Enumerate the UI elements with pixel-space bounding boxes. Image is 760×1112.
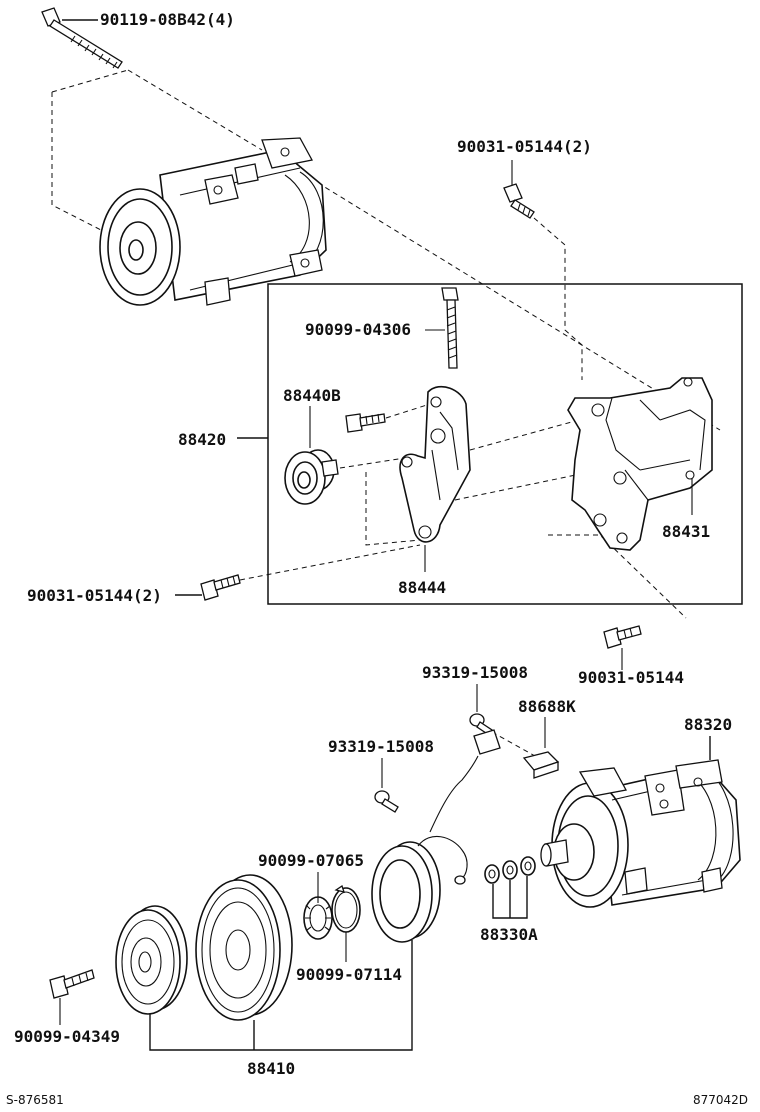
clutch-coil-icon xyxy=(371,729,501,943)
screw-icon-lower xyxy=(374,790,399,813)
label-clutch: 88410 xyxy=(247,1059,295,1078)
footer-left-code: S-876581 xyxy=(6,1093,64,1107)
clutch-plate-icon xyxy=(115,905,188,1015)
small-bolt-icon xyxy=(345,413,386,433)
label-ring-a: 90099-07065 xyxy=(258,851,364,870)
label-bolt-left: 90031-05144(2) xyxy=(27,586,162,605)
label-bolt-upper-right: 90031-05144(2) xyxy=(457,137,592,156)
label-bolt-center: 90099-04349 xyxy=(14,1027,120,1046)
label-main-bracket: 88431 xyxy=(662,522,710,541)
label-switch: 88688K xyxy=(518,697,576,716)
label-idler-bracket: 88444 xyxy=(398,578,446,597)
bolt-icon-left xyxy=(200,574,241,601)
compressor-top-illustration xyxy=(51,69,721,431)
idler-pulley-icon xyxy=(284,449,339,505)
pulley-icon xyxy=(195,874,293,1021)
shims-icon xyxy=(484,856,536,884)
label-bolt-right: 90031-05144 xyxy=(578,668,684,687)
bolt-icon-bracket xyxy=(441,287,459,369)
switch-icon xyxy=(522,751,560,779)
label-screw-lower: 93319-15008 xyxy=(328,737,434,756)
label-compressor: 88320 xyxy=(684,715,732,734)
compressor-icon xyxy=(540,759,741,908)
snap-ring-b-icon xyxy=(331,884,361,933)
label-shims: 88330A xyxy=(480,925,538,944)
label-bracket-assy: 88420 xyxy=(178,430,226,449)
label-bolt-bracket: 90099-04306 xyxy=(305,320,411,339)
footer-right-code: 877042D xyxy=(693,1093,748,1107)
label-screw-upper: 93319-15008 xyxy=(422,663,528,682)
label-bolt-top: 90119-08B42(4) xyxy=(100,10,235,29)
label-idler-pulley: 88440B xyxy=(283,386,341,405)
bolt-icon-upper-right xyxy=(503,183,535,219)
label-ring-b: 90099-07114 xyxy=(296,965,402,984)
bolt-icon-center xyxy=(49,969,95,999)
idler-bracket-icon xyxy=(399,386,471,543)
bolt-icon-right xyxy=(603,625,642,649)
main-bracket-icon xyxy=(567,377,713,551)
long-bolt-icon xyxy=(41,7,123,69)
snap-ring-a-icon xyxy=(303,896,333,940)
bracket-assy-frame xyxy=(267,283,743,605)
